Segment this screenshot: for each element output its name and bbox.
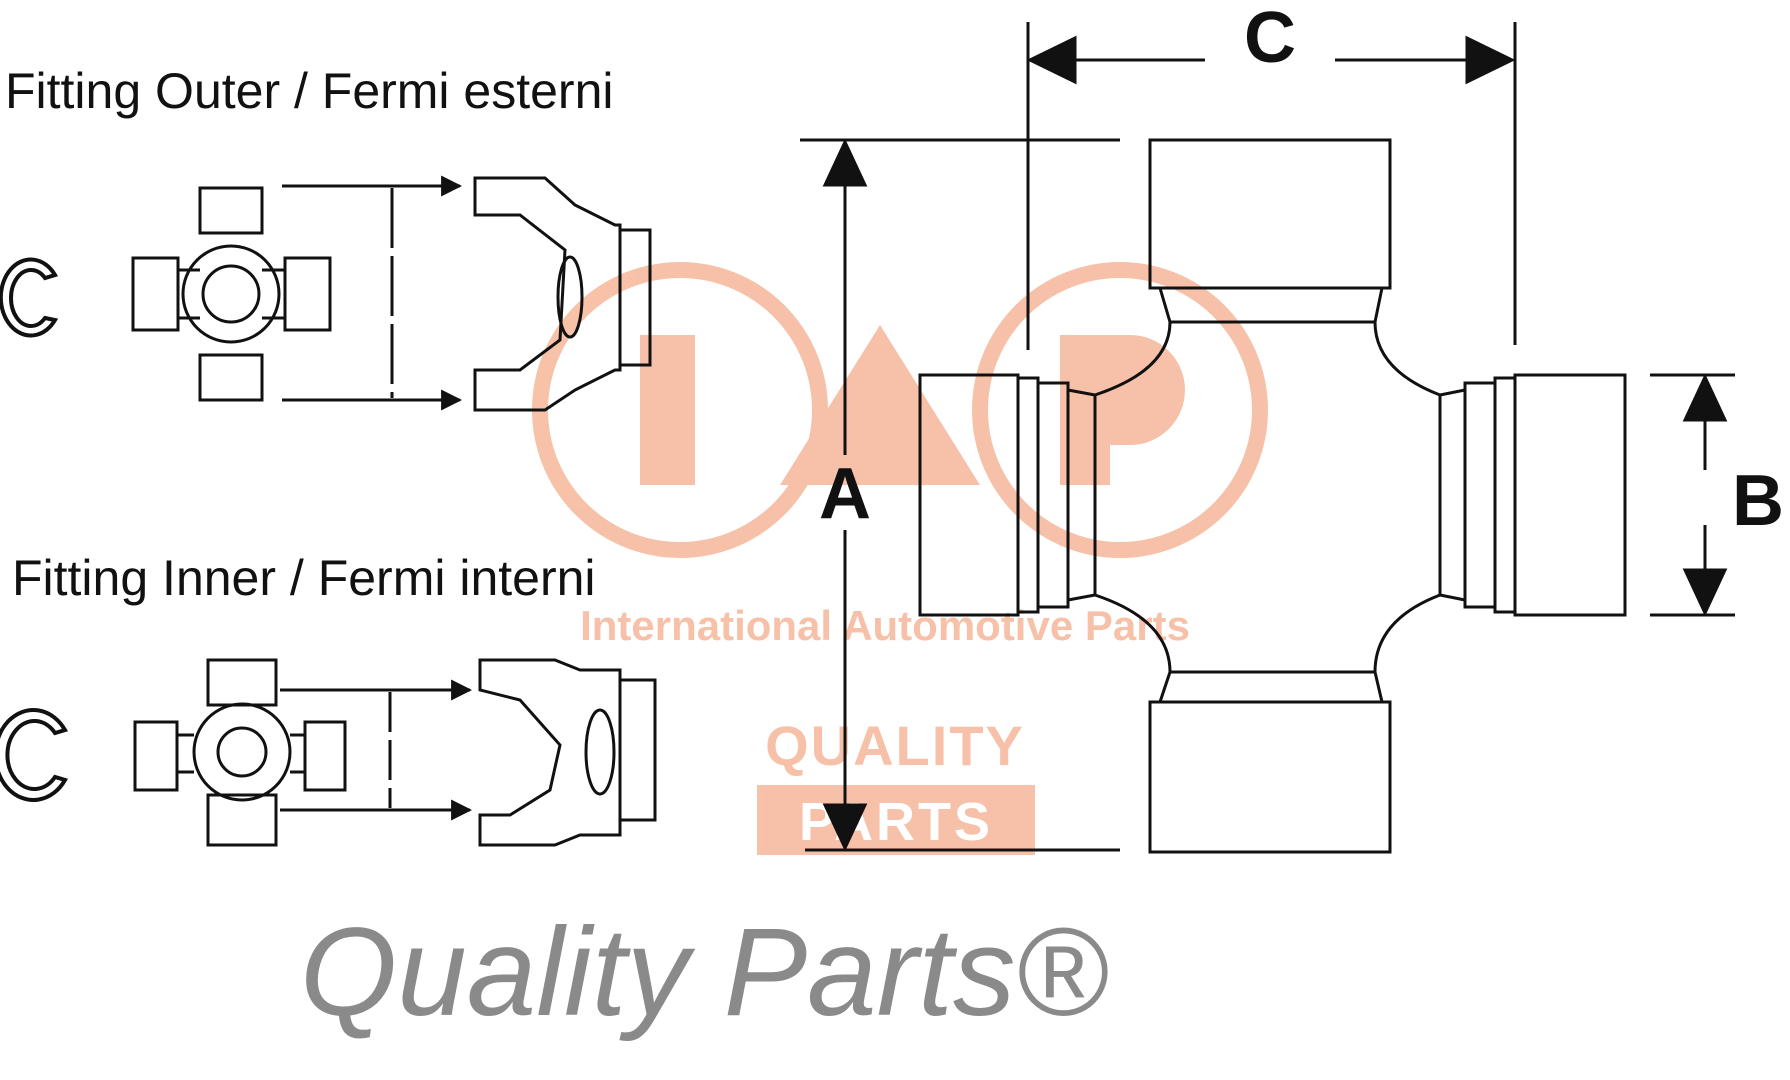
dimension-lines <box>800 22 1735 852</box>
quality-parts-footer: Quality Parts® <box>300 903 1109 1042</box>
watermark-letter-p <box>1060 335 1185 485</box>
dim-a-bottom-arrowhead <box>822 803 868 852</box>
watermark-letter-i <box>640 335 695 485</box>
dim-b-bottom-arrowhead <box>1682 568 1728 617</box>
dim-b-label: B <box>1732 461 1784 541</box>
dim-a-label: A <box>819 454 871 534</box>
inner-fitting-heading: Fitting Inner / Fermi interni <box>12 550 596 606</box>
watermark-badge-line2: PARTS <box>799 792 993 852</box>
watermark-letter-a <box>780 325 980 485</box>
watermark-tagline: International Automotive Parts <box>580 602 1190 649</box>
inner-yoke-icon <box>478 658 657 847</box>
dim-c-right-arrowhead <box>1465 35 1516 85</box>
outer-c-clip-icon <box>0 257 59 338</box>
inner-c-clip-icon <box>0 708 68 802</box>
outer-yoke-icon <box>473 176 652 412</box>
top-bearing-cap <box>1148 138 1392 290</box>
bottom-bearing-cap <box>1148 700 1392 854</box>
right-bearing-cap <box>1513 373 1627 617</box>
watermark-badge-box <box>757 785 1035 855</box>
dim-a-top-arrowhead <box>822 138 868 187</box>
dim-b-top-arrowhead <box>1682 373 1728 422</box>
watermark-ring-right <box>972 262 1268 558</box>
inner-cross-icon <box>133 658 347 847</box>
outer-fitting-heading: Fitting Outer / Fermi esterni <box>5 63 614 119</box>
outer-fitting-illustration <box>0 175 652 412</box>
dim-c-left-arrowhead <box>1026 35 1077 85</box>
main-universal-joint-cross <box>918 138 1627 854</box>
iap-watermark-logo: International Automotive Parts QUALITY P… <box>532 262 1268 855</box>
outer-cross-icon <box>131 186 332 402</box>
watermark-badge-line1: QUALITY <box>765 714 1025 777</box>
inner-fitting-illustration <box>0 658 657 847</box>
dim-c-label: C <box>1244 0 1296 78</box>
